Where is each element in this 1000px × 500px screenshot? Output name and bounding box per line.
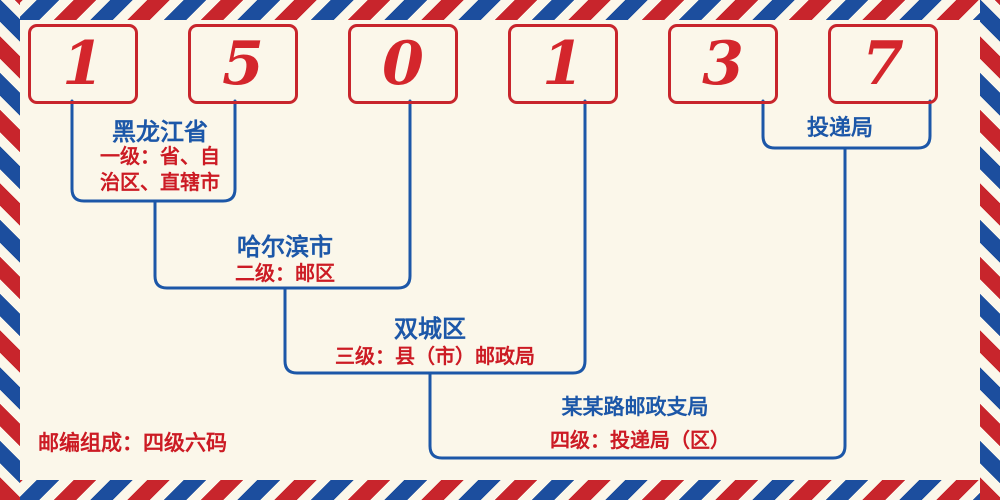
digit-box-3: 0 bbox=[348, 24, 458, 104]
digit-5: 3 bbox=[702, 29, 744, 99]
level3-description: 三级：县（市）邮政局 bbox=[335, 344, 535, 368]
bracket-level2 bbox=[153, 99, 412, 290]
airmail-border-left bbox=[0, 0, 20, 500]
digit-box-5: 3 bbox=[668, 24, 778, 104]
airmail-border-top bbox=[0, 0, 1000, 20]
digit-6: 7 bbox=[862, 29, 904, 99]
level4-description: 四级：投递局（区） bbox=[550, 428, 730, 452]
level1-description-line1: 一级：省、自 bbox=[100, 144, 220, 168]
level1-name: 黑龙江省 bbox=[112, 118, 208, 146]
digit-box-6: 7 bbox=[828, 24, 938, 104]
bracket-delivery bbox=[761, 99, 932, 150]
delivery-office-label: 投递局 bbox=[806, 116, 873, 141]
digit-box-2: 5 bbox=[188, 24, 298, 104]
level4-name: 某某路邮政支局 bbox=[561, 395, 709, 419]
digit-2: 5 bbox=[222, 29, 264, 99]
composition-note: 邮编组成：四级六码 bbox=[38, 431, 227, 455]
airmail-border-bottom bbox=[0, 480, 1000, 500]
level3-name: 双城区 bbox=[394, 315, 466, 343]
bracket-level4 bbox=[428, 146, 847, 460]
level1-description: 一级：省、自 治区、直辖市 bbox=[80, 143, 240, 195]
level1-description-line2: 治区、直辖市 bbox=[100, 170, 220, 194]
level2-description: 二级：邮区 bbox=[235, 261, 335, 285]
digit-4: 1 bbox=[542, 29, 584, 99]
airmail-border-right bbox=[980, 0, 1000, 500]
bracket-level3 bbox=[283, 99, 587, 375]
digit-3: 0 bbox=[382, 29, 424, 99]
digit-1: 1 bbox=[62, 29, 104, 99]
digit-box-4: 1 bbox=[508, 24, 618, 104]
digit-box-1: 1 bbox=[28, 24, 138, 104]
level2-name: 哈尔滨市 bbox=[237, 233, 333, 261]
